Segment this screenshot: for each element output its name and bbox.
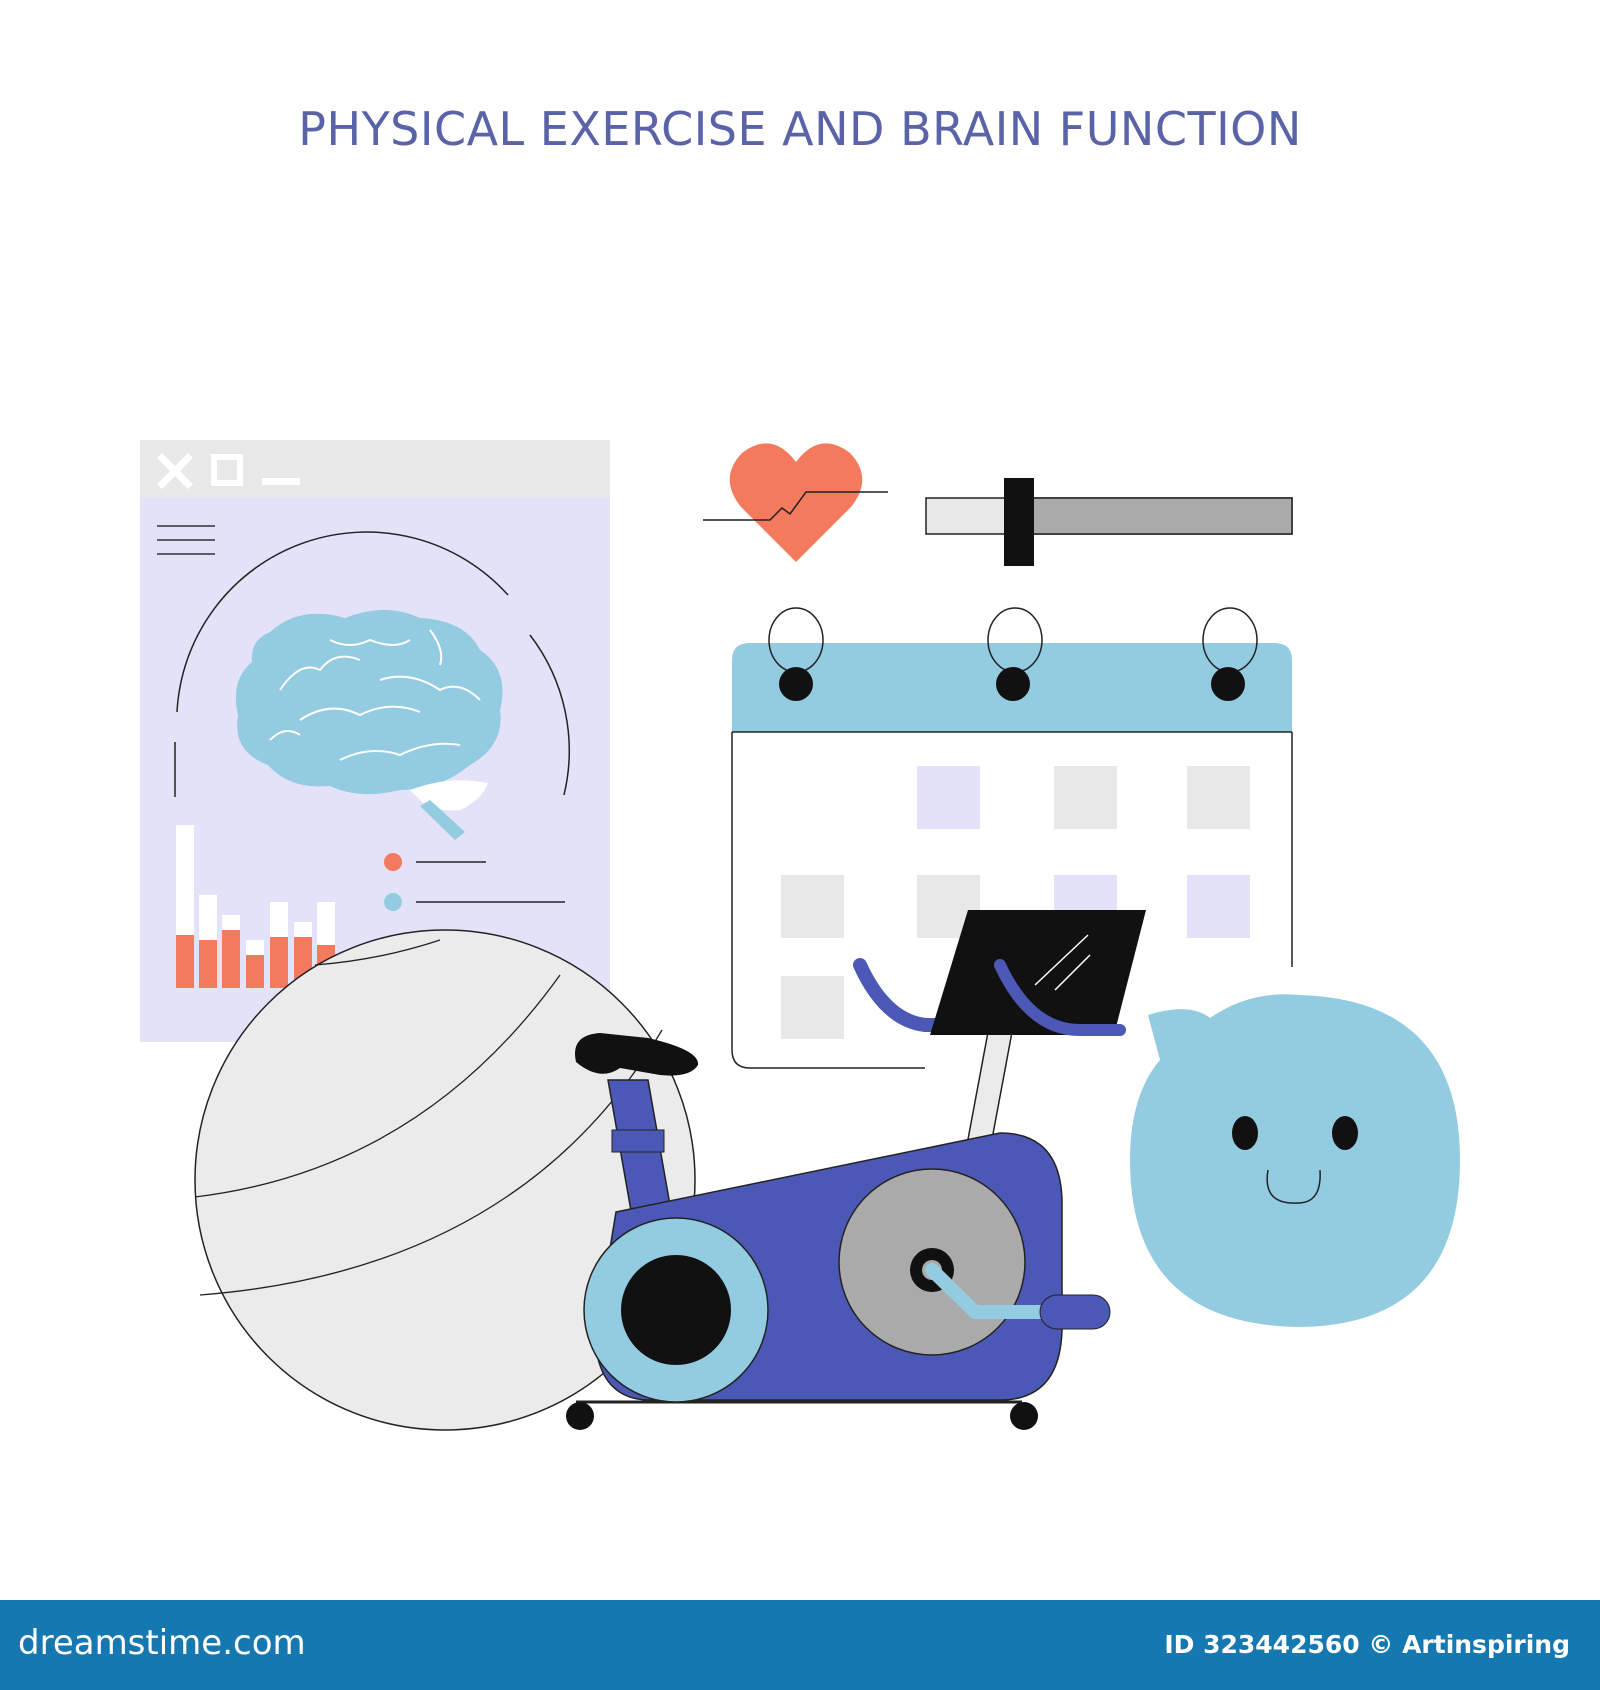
footer-credit: ID 323442560 © Artinspiring <box>1164 1630 1570 1659</box>
slider-handle[interactable] <box>1004 478 1034 566</box>
illustration <box>140 440 1460 1431</box>
page-title: PHYSICAL EXERCISE AND BRAIN FUNCTION <box>298 102 1302 156</box>
bike-display <box>930 910 1146 1035</box>
close-icon[interactable] <box>157 453 193 489</box>
minimize-icon[interactable] <box>262 478 300 485</box>
exercise-ball-icon <box>194 929 696 1431</box>
slider-icon[interactable] <box>925 478 1293 566</box>
legend-dot-blue <box>384 893 402 911</box>
smiley-bubble-icon <box>1130 994 1460 1327</box>
scan-arc <box>176 531 509 713</box>
footer-site[interactable]: dreamstime.com <box>18 1623 306 1663</box>
calendar-icon <box>731 607 1293 1069</box>
menu-lines <box>157 525 215 555</box>
heart-icon <box>703 443 888 562</box>
bar-chart-icon <box>176 825 335 988</box>
maximize-icon[interactable] <box>211 454 243 486</box>
app-window <box>140 440 610 1042</box>
bike-pedal <box>1039 1294 1111 1330</box>
footer-bar: dreamstime.com ID 323442560 © Artinspiri… <box>0 1600 1600 1690</box>
exercise-bike-icon <box>566 910 1146 1430</box>
bike-seat <box>575 1033 699 1076</box>
brain-icon <box>235 610 503 840</box>
legend-dot-orange <box>384 853 402 871</box>
window-titlebar <box>140 440 610 498</box>
